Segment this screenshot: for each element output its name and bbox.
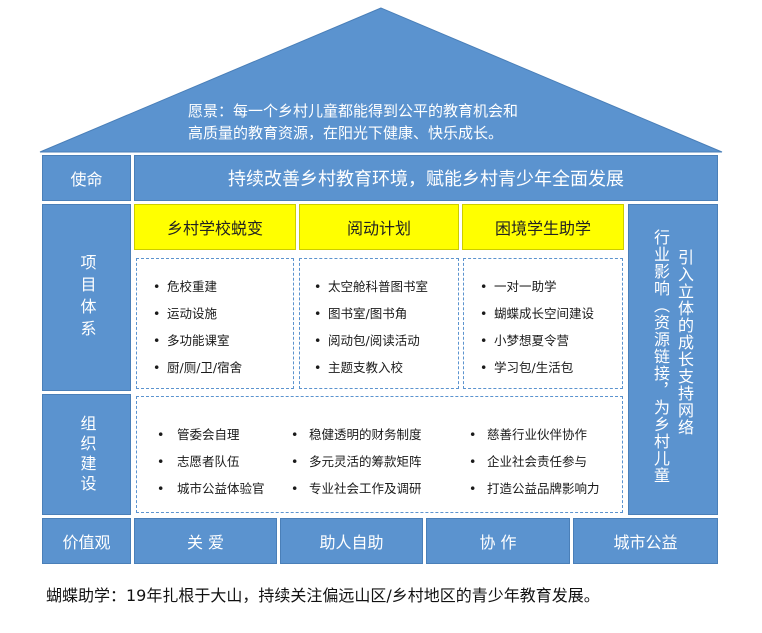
impact-column: 引入立体的成长支持网络 行业影响（资源链接，为乡村儿童 [628,204,718,515]
list-item: 多功能课室 [151,327,242,354]
project-title-aid: 困境学生助学 [462,204,624,250]
value-self-help: 助人自助 [280,518,423,564]
list-item: 慈善行业伙伴协作 [467,421,600,448]
project-list-school: 危校重建 运动设施 多功能课室 厨/厕/卫/宿舍 [151,273,242,381]
value-city-welfare: 城市公益 [573,518,718,564]
footer-text: 蝴蝶助学：19年扎根于大山，持续关注偏远山区/乡村地区的青少年教育发展。 [46,586,600,605]
list-item: 主题支教入校 [312,354,428,381]
project-title-reading-text: 阅动计划 [346,219,411,238]
mission-label-text: 使命 [70,170,103,189]
value-city-welfare-text: 城市公益 [613,533,678,552]
projects-label-text: 项目体系 [77,253,97,342]
list-item: 危校重建 [151,273,242,300]
project-list-aid: 一对一助学 蝴蝶成长空间建设 小梦想夏令营 学习包/生活包 [478,273,594,381]
project-panel-reading: 太空舱科普图书室 图书室/图书角 阅动包/阅读活动 主题支教入校 [299,258,459,389]
vision-text: 愿景：每一个乡村儿童都能得到公平的教育机会和 高质量的教育资源，在阳光下健康、快… [188,100,628,144]
project-title-school: 乡村学校蜕变 [134,204,296,250]
project-title-reading: 阅动计划 [299,204,459,250]
list-item: 小梦想夏令营 [478,327,594,354]
list-item: 企业社会责任参与 [467,448,600,475]
roof [39,7,723,153]
impact-text-2: 行业影响（资源链接，为乡村儿童 [651,229,670,484]
organization-list-1: 管委会自理 志愿者队伍 城市公益体验官 [155,421,265,502]
list-item: 稳健透明的财务制度 [289,421,422,448]
list-item: 学习包/生活包 [478,354,594,381]
list-item: 运动设施 [151,300,242,327]
mission-text: 持续改善乡村教育环境，赋能乡村青少年全面发展 [134,155,718,201]
organization-label: 组织建设 [42,394,131,515]
project-panel-aid: 一对一助学 蝴蝶成长空间建设 小梦想夏令营 学习包/生活包 [463,258,623,389]
list-item: 城市公益体验官 [155,475,265,502]
list-item: 蝴蝶成长空间建设 [478,300,594,327]
list-item: 志愿者队伍 [155,448,265,475]
organization-label-text: 组织建设 [77,414,97,495]
mission-text-content: 持续改善乡村教育环境，赋能乡村青少年全面发展 [228,169,624,190]
mission-label: 使命 [42,155,131,201]
list-item: 一对一助学 [478,273,594,300]
value-collaboration: 协 作 [426,518,570,564]
list-item: 厨/厕/卫/宿舍 [151,354,242,381]
organization-panel: 管委会自理 志愿者队伍 城市公益体验官 稳健透明的财务制度 多元灵活的筹款矩阵 … [136,396,623,513]
vision-line-1: 愿景：每一个乡村儿童都能得到公平的教育机会和 [188,102,519,120]
list-item: 管委会自理 [155,421,265,448]
project-title-aid-text: 困境学生助学 [494,219,591,238]
value-care: 关 爱 [134,518,277,564]
vision-line-2: 高质量的教育资源，在阳光下健康、快乐成长。 [188,124,504,142]
values-label-text: 价值观 [62,533,111,552]
list-item: 打造公益品牌影响力 [467,475,600,502]
list-item: 多元灵活的筹款矩阵 [289,448,422,475]
values-label: 价值观 [42,518,131,564]
roof-triangle [39,7,723,153]
projects-label: 项目体系 [42,204,131,391]
organization-list-2: 稳健透明的财务制度 多元灵活的筹款矩阵 专业社会工作及调研 [289,421,422,502]
impact-text-1: 引入立体的成长支持网络 [675,249,694,436]
value-care-text: 关 爱 [186,533,225,552]
list-item: 专业社会工作及调研 [289,475,422,502]
project-panel-school: 危校重建 运动设施 多功能课室 厨/厕/卫/宿舍 [136,258,294,389]
organization-list-3: 慈善行业伙伴协作 企业社会责任参与 打造公益品牌影响力 [467,421,600,502]
list-item: 太空舱科普图书室 [312,273,428,300]
value-self-help-text: 助人自助 [319,533,384,552]
list-item: 图书室/图书角 [312,300,428,327]
project-list-reading: 太空舱科普图书室 图书室/图书角 阅动包/阅读活动 主题支教入校 [312,273,428,381]
project-title-school-text: 乡村学校蜕变 [166,219,263,238]
value-collaboration-text: 协 作 [479,533,517,552]
list-item: 阅动包/阅读活动 [312,327,428,354]
